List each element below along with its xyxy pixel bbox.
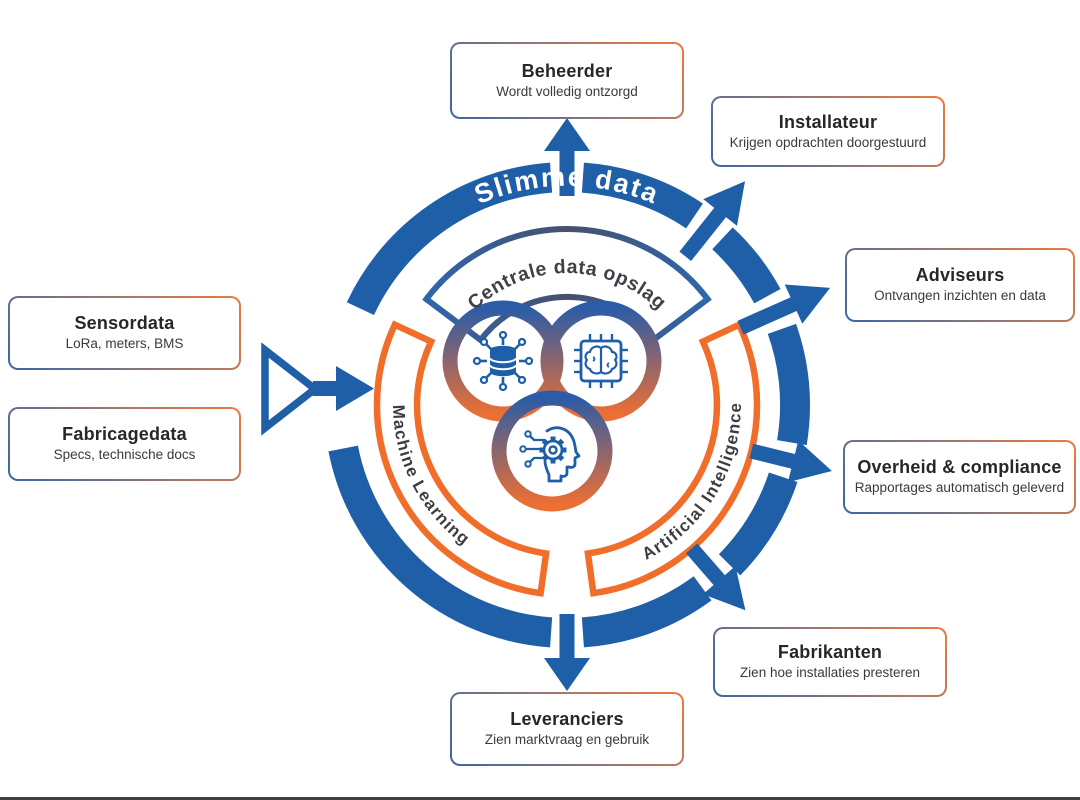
box-title: Beheerder: [521, 60, 613, 81]
venn-circle-data: [442, 300, 564, 422]
arrow-to-installateur-stem: [679, 205, 728, 261]
box-title: Fabricagedata: [62, 424, 187, 445]
outer-ring-segment: [581, 576, 712, 648]
box-subtitle: Ontvangen inzichten en data: [874, 288, 1046, 304]
outer-ring-segment: [328, 445, 553, 648]
box-title: Installateur: [778, 111, 878, 132]
arrow-to-overheid-stem: [749, 443, 798, 470]
arrow-to-fabrikanten-stem: [686, 543, 727, 588]
box-title: Fabrikanten: [777, 642, 883, 663]
machine-learning-band: [373, 320, 550, 597]
outer-ring-segment: [718, 472, 798, 576]
outer-ring-segment: [767, 323, 810, 446]
gear: [539, 436, 567, 464]
arrow-to-overheid: [787, 440, 832, 483]
outer-ring: [328, 162, 810, 648]
box-adviseurs: Adviseurs Ontvangen inzichten en data: [845, 248, 1075, 322]
input-arrow-head: [336, 366, 374, 411]
box-title: Sensordata: [74, 313, 175, 334]
box-sensordata: Sensordata LoRa, meters, BMS: [8, 296, 241, 370]
box-subtitle: LoRa, meters, BMS: [65, 336, 184, 352]
arrow-to-installateur: [703, 181, 745, 226]
outer-ring-segment: [346, 162, 553, 316]
arrow-to-beheerder: [544, 118, 590, 151]
outer-ring-segment: [581, 162, 703, 229]
venn-circles: [442, 300, 662, 512]
box-installateur: Installateur Krijgen opdrachten doorgest…: [711, 96, 945, 167]
input-arrow-stem: [313, 381, 341, 396]
flow-arrows: [261, 118, 832, 691]
input-arrow-chevron: [261, 342, 322, 436]
arrow-to-adviseurs-stem: [737, 296, 800, 335]
arrow-to-adviseurs: [784, 284, 831, 324]
box-title: Overheid & compliance: [857, 457, 1062, 478]
venn-circle-ai: [491, 390, 613, 512]
box-leveranciers: Leveranciers Zien marktvraag en gebruik: [450, 692, 684, 766]
box-fabrikanten: Fabrikanten Zien hoe installaties preste…: [713, 627, 947, 697]
box-title: Leveranciers: [510, 709, 624, 730]
ai-head-gear-icon: [519, 426, 581, 483]
bottom-edge-line: [0, 797, 1080, 800]
box-fabricagedata: Fabricagedata Specs, technische docs: [8, 407, 241, 481]
distributed-database-icon: [472, 330, 534, 392]
box-subtitle: Zien marktvraag en gebruik: [484, 732, 650, 748]
box-subtitle: Wordt volledig ontzorgd: [496, 83, 638, 99]
arrow-to-leveranciers-stem: [559, 614, 575, 659]
box-subtitle: Krijgen opdrachten doorgestuurd: [729, 134, 927, 150]
venn-circle-chip: [540, 300, 662, 422]
arrow-to-beheerder-stem: [559, 150, 575, 196]
box-subtitle: Zien hoe installaties presteren: [739, 665, 921, 681]
box-overheid-compliance: Overheid & compliance Rapportages automa…: [843, 440, 1076, 514]
box-title: Adviseurs: [915, 265, 1005, 286]
arrow-to-leveranciers: [544, 658, 590, 691]
box-beheerder: Beheerder Wordt volledig ontzorgd: [450, 42, 684, 119]
chip-brain-icon: [574, 334, 628, 388]
arrow-to-fabrikanten: [703, 566, 746, 611]
box-subtitle: Rapportages automatisch geleverd: [854, 480, 1065, 496]
outer-ring-segment: [712, 227, 781, 304]
box-subtitle: Specs, technische docs: [53, 447, 196, 463]
